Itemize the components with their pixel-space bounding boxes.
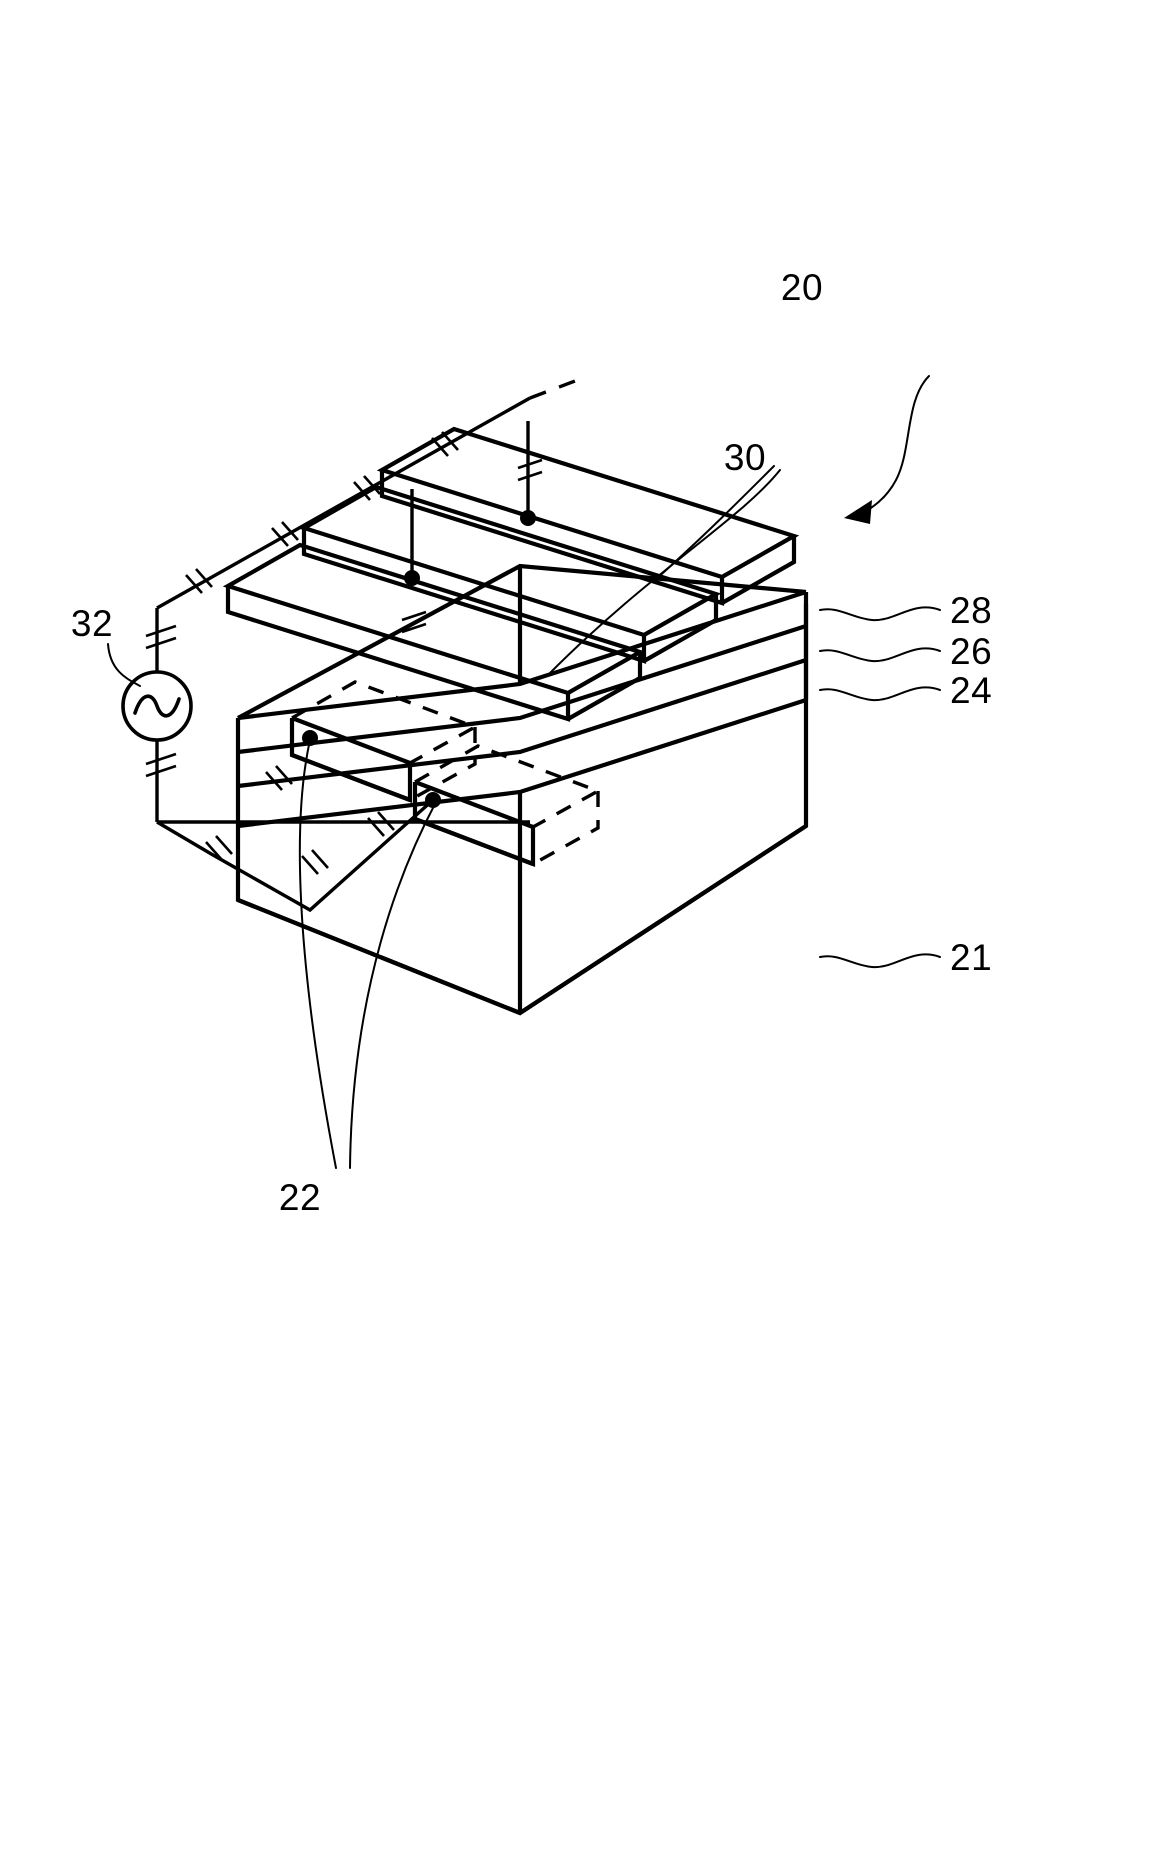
leader-22a — [298, 739, 337, 1169]
ac-source-symbol[interactable] — [121, 670, 193, 742]
ref-num-26: 26 — [950, 631, 992, 672]
buried-electrode-bar-1[interactable] — [289, 680, 480, 804]
ref-num-30: 30 — [724, 437, 766, 478]
leader-24 — [819, 686, 941, 702]
layer-24-bottom-edge — [237, 698, 807, 829]
leader-21 — [819, 953, 941, 969]
wire-dashed-tip — [529, 376, 584, 400]
ref-num-20: 20 — [781, 267, 823, 308]
break-marks — [145, 431, 543, 875]
top-electrode-bar-3[interactable] — [376, 426, 800, 606]
leader-22b — [349, 801, 437, 1169]
leader-28 — [819, 606, 941, 622]
ref-num-24: 24 — [950, 670, 992, 711]
arrowhead-20 — [844, 500, 872, 524]
wire-bottom-return — [156, 798, 435, 913]
top-electrode-bar-2[interactable] — [298, 484, 722, 664]
ref-num-32: 32 — [71, 603, 113, 644]
leader-30b — [547, 469, 781, 676]
top-electrodes-30 — [222, 426, 800, 722]
circuit-wiring — [121, 376, 584, 913]
ref-num-28: 28 — [950, 590, 992, 631]
layer-26-top-edge — [237, 624, 807, 755]
device-body — [235, 563, 809, 1016]
layer-24-top-edge — [237, 658, 807, 789]
wire-top-rail — [156, 396, 531, 610]
leader-lines — [107, 375, 941, 1169]
buried-electrode-bar-2[interactable] — [412, 744, 603, 868]
reference-numerals: 20 30 28 26 24 21 22 32 — [71, 267, 992, 1218]
leader-20 — [857, 375, 930, 517]
ref-num-21: 21 — [950, 937, 992, 978]
buried-electrodes-22 — [289, 680, 603, 868]
leader-26 — [819, 647, 941, 663]
ref-num-22: 22 — [279, 1177, 321, 1218]
leader-32 — [107, 643, 141, 687]
